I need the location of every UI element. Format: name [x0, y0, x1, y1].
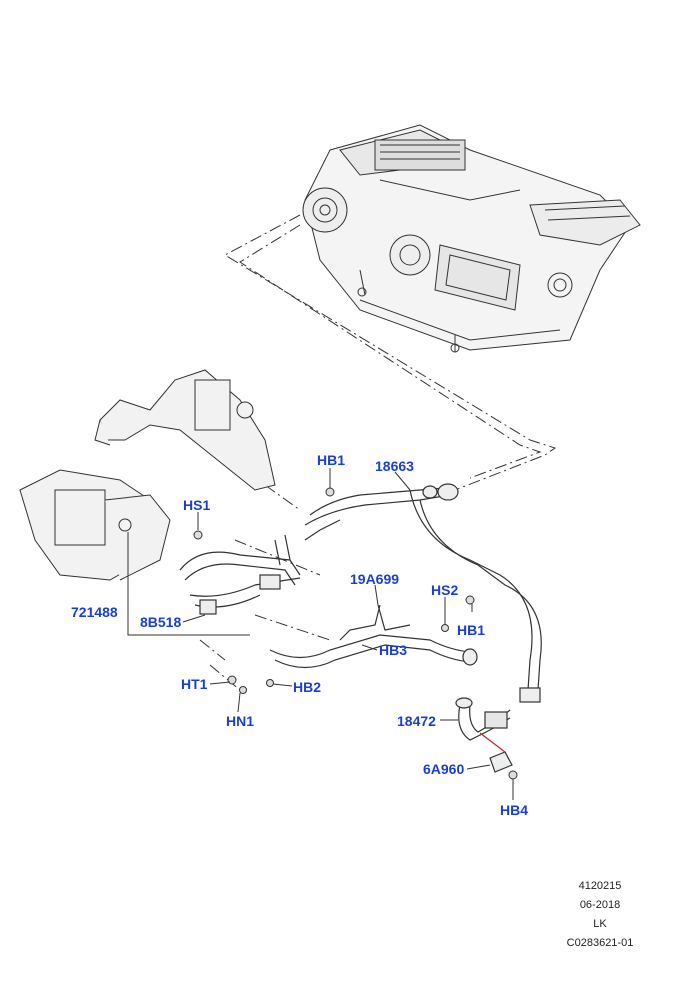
callout-hb4: HB4	[500, 802, 529, 818]
fasteners	[193, 487, 518, 780]
connector-highlight	[479, 732, 506, 753]
callout-hb2: HB2	[293, 679, 322, 695]
callout-leaders	[127, 468, 514, 800]
hvac-unit-illustration	[302, 124, 641, 353]
callout-hs2: HS2	[431, 582, 459, 598]
callout-ht1: HT1	[181, 676, 208, 692]
callout-18663: 18663	[375, 458, 414, 474]
callout-hn1: HN1	[226, 713, 255, 729]
callout-hb3: HB3	[379, 642, 408, 658]
illustration-date: 06-2018	[579, 899, 621, 911]
callout-18472: 18472	[397, 713, 436, 729]
reference-code: C0283621-01	[566, 937, 634, 949]
region-code: LK	[593, 918, 607, 930]
engine-component-illustration	[19, 369, 276, 581]
callout-hb1-right: HB1	[457, 622, 486, 638]
hose-assemblies	[179, 483, 542, 773]
callout-hb1-top: HB1	[317, 452, 346, 468]
callout-721488: 721488	[71, 604, 118, 620]
callout-19a699: 19A699	[350, 571, 400, 587]
illustration-number: 4120215	[578, 880, 622, 892]
callout-8b518: 8B518	[140, 614, 182, 630]
callout-hs1: HS1	[183, 497, 211, 513]
callout-6a960: 6A960	[423, 761, 465, 777]
